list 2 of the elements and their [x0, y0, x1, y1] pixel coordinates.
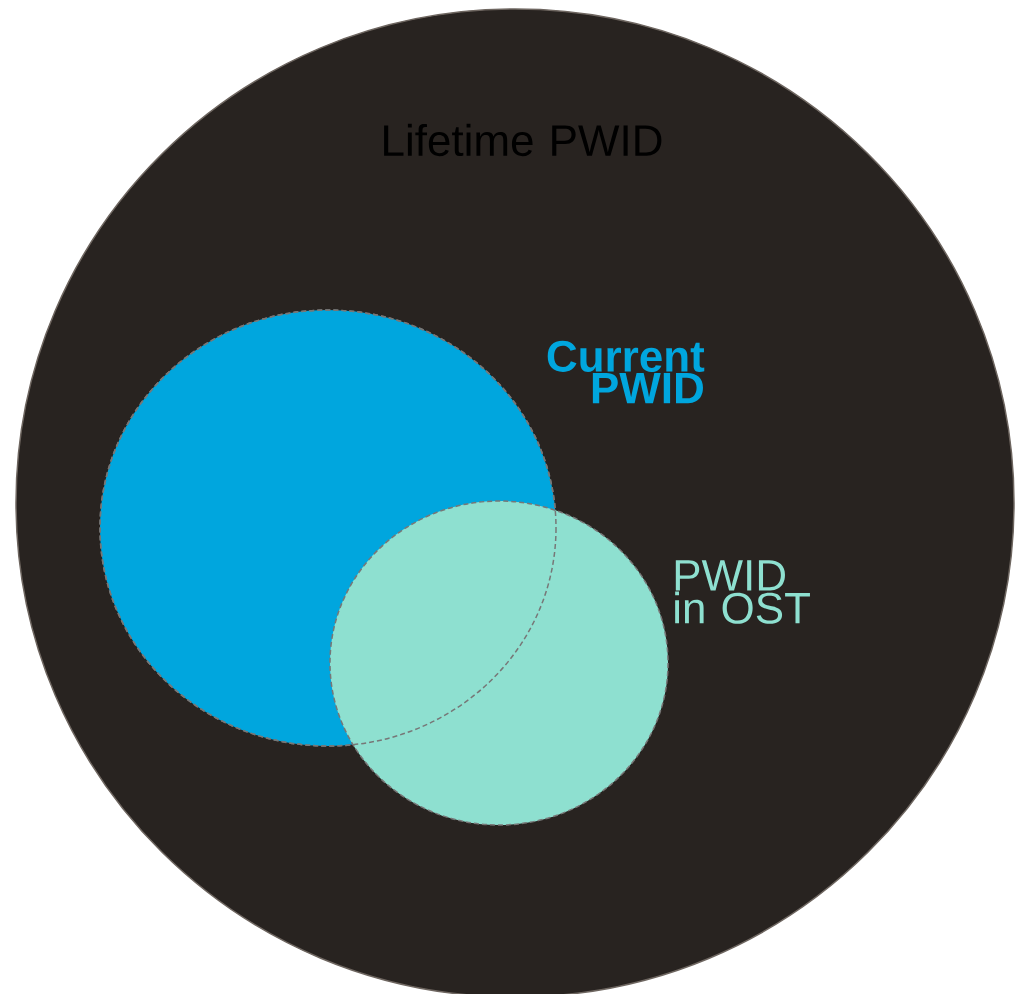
node-label: Current PWID: [547, 340, 705, 404]
node-label: PWID in OST: [675, 560, 810, 624]
